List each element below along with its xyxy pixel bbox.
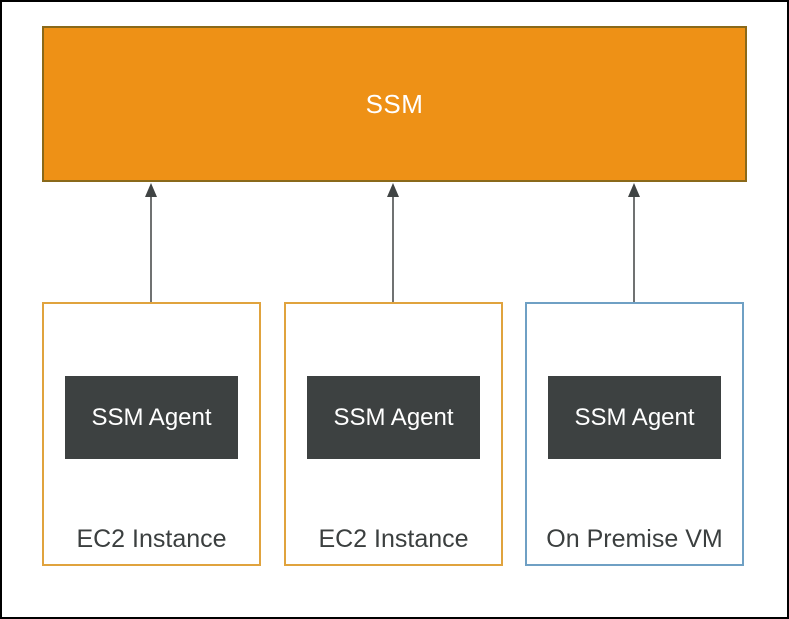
- node-on-premise-vm: SSM Agent On Premise VM: [525, 302, 744, 566]
- ssm-agent-box-1: SSM Agent: [65, 376, 238, 459]
- ssm-service-label: SSM: [365, 88, 424, 119]
- node-ec2-instance-2: SSM Agent EC2 Instance: [284, 302, 503, 566]
- node-label-ec2-instance-1: EC2 Instance: [76, 525, 227, 553]
- ssm-agent-label-1: SSM Agent: [91, 403, 212, 431]
- ssm-agent-label-2: SSM Agent: [333, 403, 454, 431]
- ssm-agent-box-2: SSM Agent: [307, 376, 480, 459]
- node-label-on-premise-vm: On Premise VM: [546, 525, 723, 553]
- node-label-ec2-instance-2: EC2 Instance: [318, 525, 469, 553]
- ssm-agent-box-3: SSM Agent: [548, 376, 721, 459]
- node-ec2-instance-1: SSM Agent EC2 Instance: [42, 302, 261, 566]
- ssm-service-box: SSM: [42, 26, 747, 182]
- ssm-agent-label-3: SSM Agent: [574, 403, 695, 431]
